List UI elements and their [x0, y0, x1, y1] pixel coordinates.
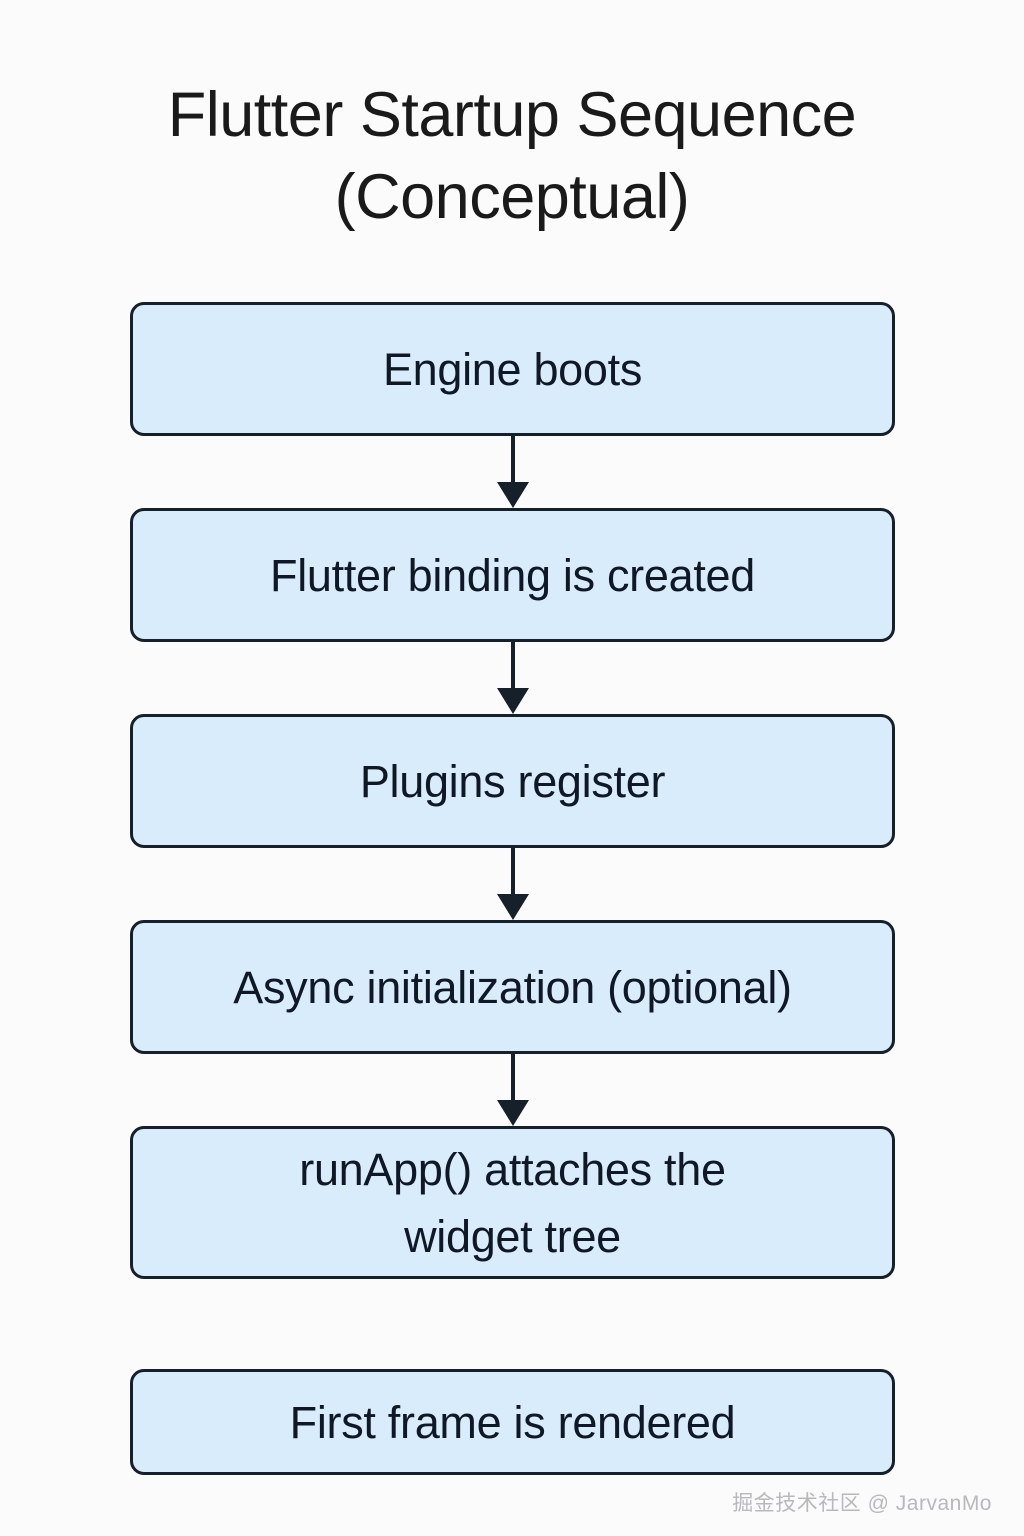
arrow-line-icon	[510, 848, 515, 898]
flow-gap-5	[130, 1279, 895, 1369]
flow-node-async-init[interactable]: Async initialization (optional)	[130, 920, 895, 1054]
flow-node-flutter-binding[interactable]: Flutter binding is created	[130, 508, 895, 642]
flow-node-engine-boots[interactable]: Engine boots	[130, 302, 895, 436]
flow-node-run-app[interactable]: runApp() attaches the widget tree	[130, 1126, 895, 1279]
arrow-line-icon	[510, 642, 515, 692]
arrow-head-icon	[496, 482, 529, 508]
watermark-credit: 掘金技术社区 @ JarvanMo	[732, 1492, 992, 1515]
arrow-line-icon	[510, 1054, 515, 1104]
flow-arrow-3	[130, 848, 895, 920]
flowchart: Engine boots Flutter binding is created …	[130, 302, 895, 1475]
flow-node-first-frame[interactable]: First frame is rendered	[130, 1369, 895, 1475]
arrow-head-icon	[496, 1100, 529, 1126]
flow-node-plugins-register[interactable]: Plugins register	[130, 714, 895, 848]
flow-arrow-4	[130, 1054, 895, 1126]
flow-arrow-1	[130, 436, 895, 508]
arrow-head-icon	[496, 688, 529, 714]
page-title: Flutter Startup Sequence (Conceptual)	[167, 80, 857, 232]
arrow-line-icon	[510, 436, 515, 486]
arrow-head-icon	[496, 894, 529, 920]
flow-arrow-2	[130, 642, 895, 714]
